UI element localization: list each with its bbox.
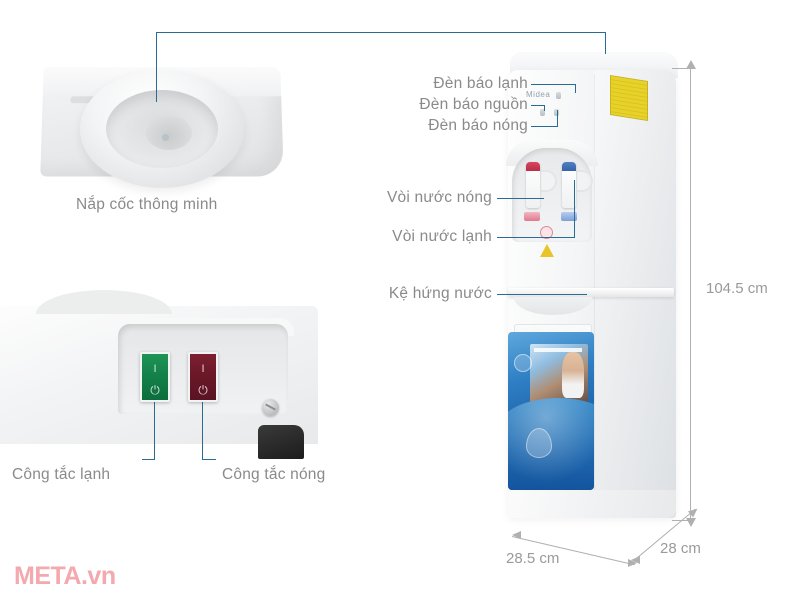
leader-switch-cold-v <box>154 402 155 460</box>
decal-headline <box>534 348 582 352</box>
indicator-light-cold <box>556 92 561 99</box>
label-led-hot: Đèn báo nóng <box>380 117 528 135</box>
leader-led-cold-h <box>531 84 576 85</box>
switch-on-glyph-cold: I <box>142 364 168 375</box>
label-cup-lid: Nắp cốc thông minh <box>76 196 217 214</box>
lid-cone <box>146 116 192 150</box>
dimension-line-height <box>690 68 691 520</box>
leader-tap-cold-v <box>574 180 575 238</box>
brand-logo: Midea <box>526 90 558 100</box>
switch-off-glyph-cold: ⏻ <box>142 384 168 396</box>
product-decal <box>508 332 594 490</box>
leader-led-power-h <box>531 105 545 106</box>
leader-switch-hot-v <box>202 402 203 460</box>
watermark-meta: META.vn <box>14 562 116 591</box>
warning-icon-triangle <box>540 244 554 257</box>
dimension-tick-height-top <box>672 68 692 69</box>
lid-outer-ring <box>80 70 244 188</box>
decal-water-drop <box>526 428 552 458</box>
label-led-power: Đèn báo nguồn <box>368 96 528 114</box>
sticker-hot <box>524 212 540 221</box>
dimension-label-depth: 28 cm <box>660 540 701 557</box>
dispenser-base <box>508 490 676 518</box>
photo-cup-lid <box>28 38 296 188</box>
leader-cup-lid-drop <box>605 32 606 54</box>
tap-cap-cold <box>562 162 576 171</box>
tap-hot[interactable] <box>526 162 540 208</box>
switch-on-glyph-hot: I <box>190 364 216 375</box>
leader-switch-cold-h <box>142 459 155 460</box>
leader-drip-shelf <box>497 294 587 295</box>
leader-led-power-v <box>544 105 545 111</box>
leader-cup-lid-vertical <box>156 32 157 102</box>
label-switch-cold: Công tắc lạnh <box>12 466 110 484</box>
dimension-label-width: 28.5 cm <box>506 550 559 567</box>
leader-switch-hot-h <box>202 459 216 460</box>
leader-tap-cold-h <box>497 237 575 238</box>
label-switch-hot: Công tắc nóng <box>222 466 325 484</box>
switch-off-glyph-hot: ⏻ <box>190 384 216 396</box>
drip-tray-shelf <box>508 288 674 297</box>
leader-led-hot-h <box>531 126 558 127</box>
lid-center-pin <box>162 134 169 141</box>
label-led-cold: Đèn báo lạnh <box>388 75 528 93</box>
dimension-arrow-width-left <box>512 531 521 539</box>
leader-led-cold-v <box>575 84 576 93</box>
decal-badge <box>514 354 532 372</box>
dimension-arrow-depth-left <box>631 556 640 564</box>
leader-tap-hot <box>497 198 544 199</box>
panel-screw <box>262 399 279 416</box>
lid-inner-ring <box>106 90 218 168</box>
rocker-switch-hot[interactable]: I ⏻ <box>188 352 218 402</box>
label-tap-hot: Vòi nước nóng <box>352 189 492 207</box>
dimension-label-height: 104.5 cm <box>706 280 768 297</box>
rocker-switch-cold[interactable]: I ⏻ <box>140 352 170 402</box>
tap-cap-hot <box>526 162 540 171</box>
decal-person-photo <box>530 344 588 406</box>
leader-cup-lid-horizontal <box>156 32 606 33</box>
warning-label-yellow <box>610 75 648 121</box>
switch-panel-top-curve <box>36 290 172 314</box>
tap-alcove <box>512 148 592 242</box>
leader-led-hot-v <box>557 110 558 127</box>
label-tap-cold: Vòi nước lạnh <box>352 228 492 246</box>
power-socket <box>258 425 304 459</box>
label-drip-shelf: Kệ hứng nước <box>352 285 492 303</box>
